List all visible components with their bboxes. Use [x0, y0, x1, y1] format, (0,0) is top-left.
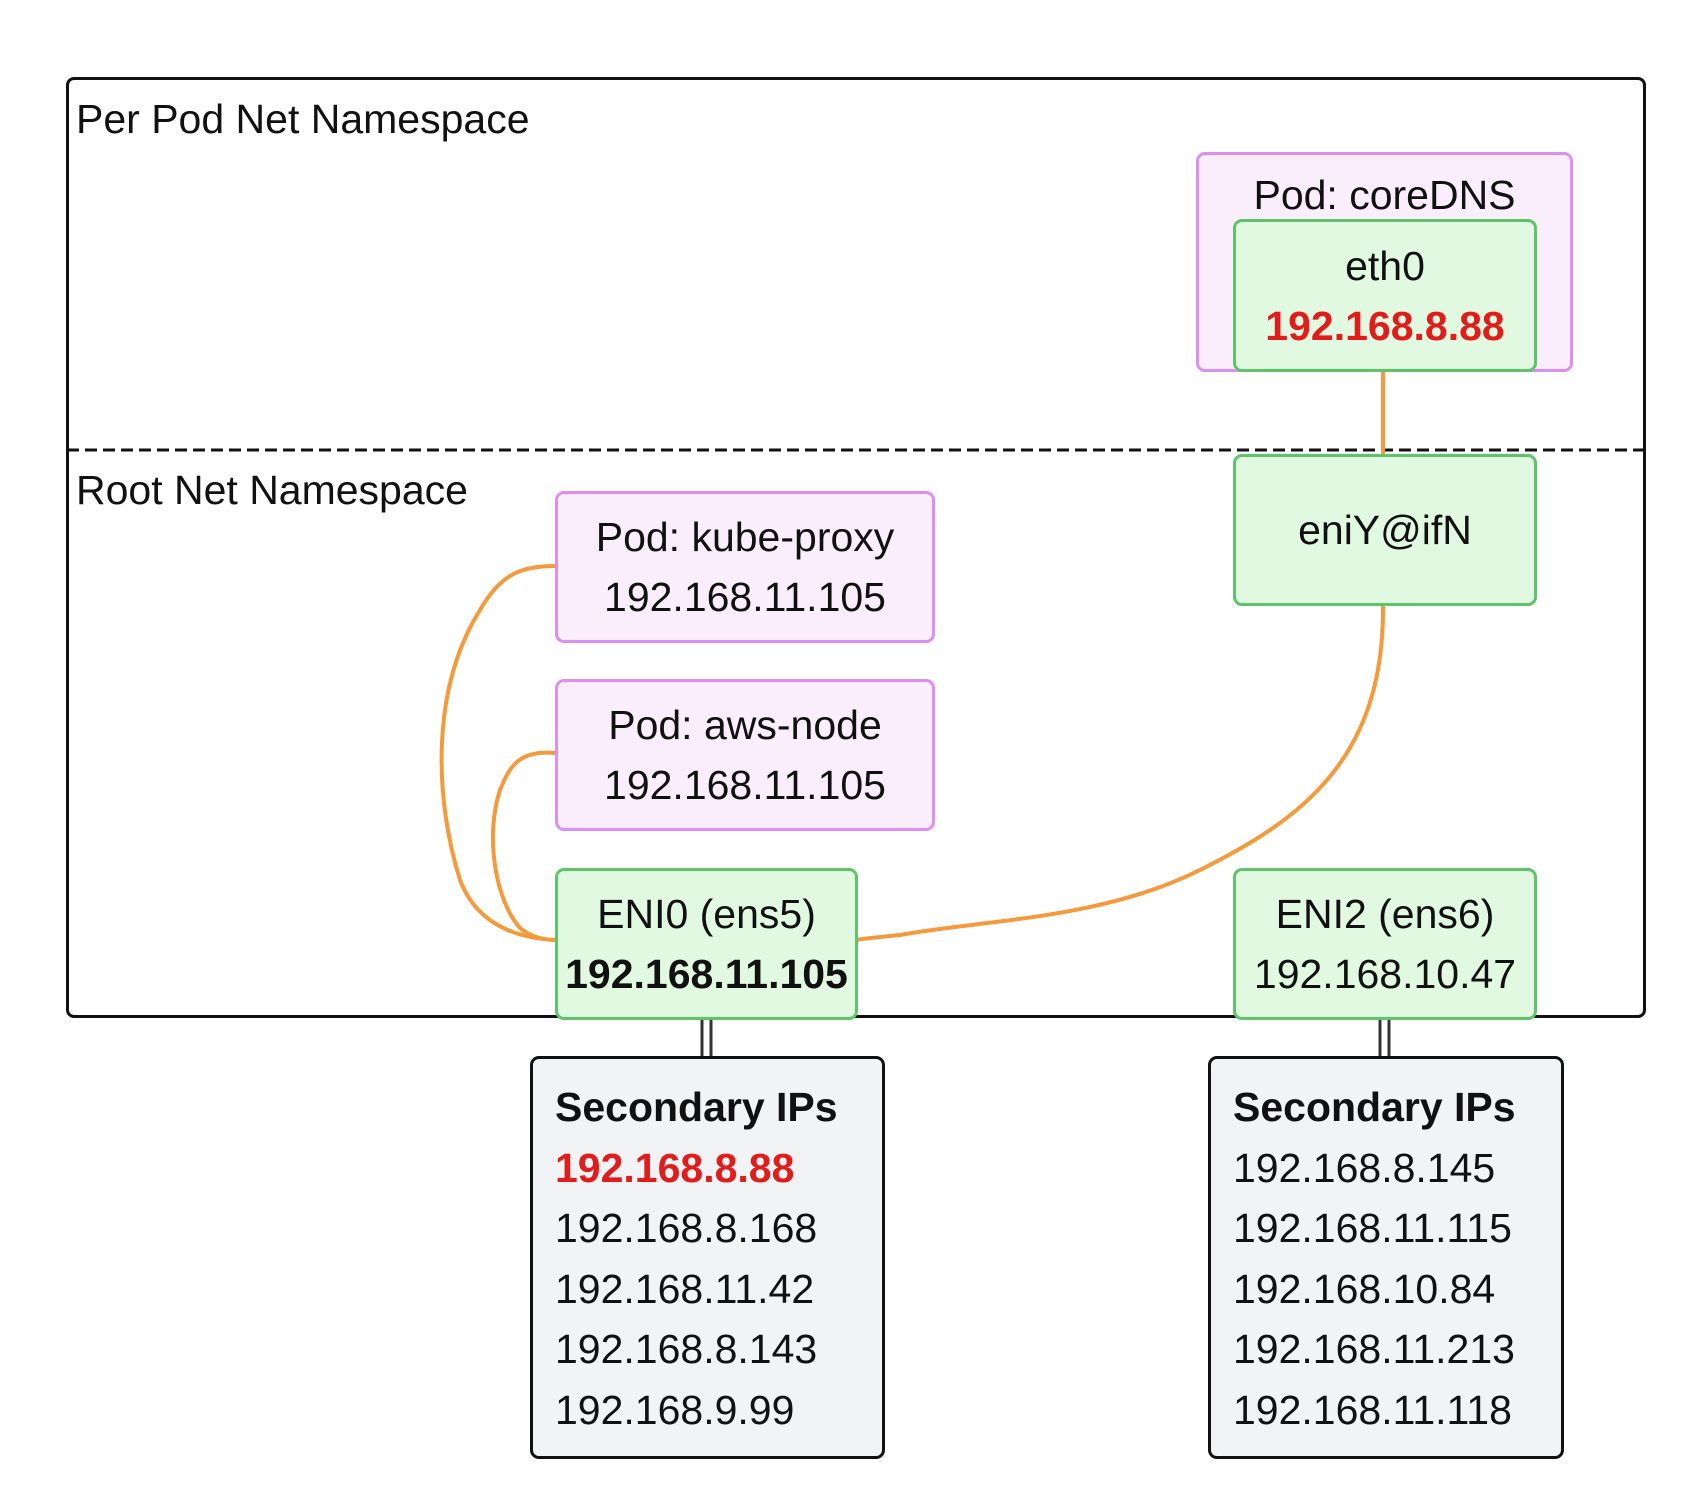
pod-kube-proxy: Pod: kube-proxy 192.168.11.105 — [555, 491, 935, 643]
link-aws-node-to-eni0 — [490, 750, 558, 942]
interface-eni0: ENI0 (ens5) 192.168.11.105 — [555, 868, 858, 1020]
secondary-ip: 192.168.10.84 — [1233, 1265, 1496, 1312]
secondary-ip: 192.168.8.168 — [555, 1205, 818, 1251]
interface-eth0: eth0 192.168.8.88 — [1233, 219, 1537, 372]
link-kube-proxy-to-eni0 — [439, 564, 558, 942]
secondary-ip: 192.168.9.99 — [555, 1386, 795, 1433]
interface-veth: eniY@ifN — [1233, 454, 1537, 606]
pod-aws-node-label: Pod: aws-node — [608, 702, 882, 748]
secondary-ip: 192.168.11.213 — [1233, 1326, 1515, 1372]
pod-kube-proxy-ip: 192.168.11.105 — [604, 574, 886, 620]
eni2-ip: 192.168.10.47 — [1253, 951, 1517, 997]
pod-kube-proxy-label: Pod: kube-proxy — [595, 514, 895, 560]
veth-label: eniY@ifN — [1298, 507, 1472, 553]
secondary-ip: 192.168.8.143 — [555, 1326, 818, 1372]
pod-aws-node-ip: 192.168.11.105 — [604, 762, 886, 808]
secondary-ip: 192.168.11.42 — [555, 1265, 815, 1312]
eni0-ip: 192.168.11.105 — [565, 951, 848, 997]
root-namespace-label: Root Net Namespace — [76, 467, 468, 513]
eth0-ip: 192.168.8.88 — [1265, 302, 1505, 349]
secondary-ips-title: Secondary IPs — [555, 1084, 838, 1130]
link-eni0-to-secondary-ips — [700, 1019, 713, 1057]
secondary-ips-eni0: Secondary IPs 192.168.8.88 192.168.8.168… — [530, 1056, 885, 1459]
eni2-label: ENI2 (ens6) — [1275, 891, 1495, 937]
secondary-ip: 192.168.11.115 — [1233, 1205, 1512, 1251]
secondary-ips-title: Secondary IPs — [1233, 1084, 1516, 1130]
link-veth-to-eni0 — [842, 602, 1386, 944]
eni0-label: ENI0 (ens5) — [597, 891, 816, 937]
per-pod-namespace-label: Per Pod Net Namespace — [76, 96, 530, 142]
interface-eni2: ENI2 (ens6) 192.168.10.47 — [1233, 868, 1537, 1020]
link-eni2-to-secondary-ips — [1378, 1019, 1391, 1057]
secondary-ips-eni2: Secondary IPs 192.168.8.145 192.168.11.1… — [1208, 1056, 1564, 1459]
secondary-ip: 192.168.8.88 — [555, 1144, 795, 1191]
pod-aws-node: Pod: aws-node 192.168.11.105 — [555, 679, 935, 831]
pod-coredns-label: Pod: coreDNS — [1253, 172, 1516, 218]
secondary-ip: 192.168.11.118 — [1233, 1386, 1512, 1433]
secondary-ip: 192.168.8.145 — [1233, 1144, 1496, 1191]
eth0-label: eth0 — [1345, 242, 1425, 289]
